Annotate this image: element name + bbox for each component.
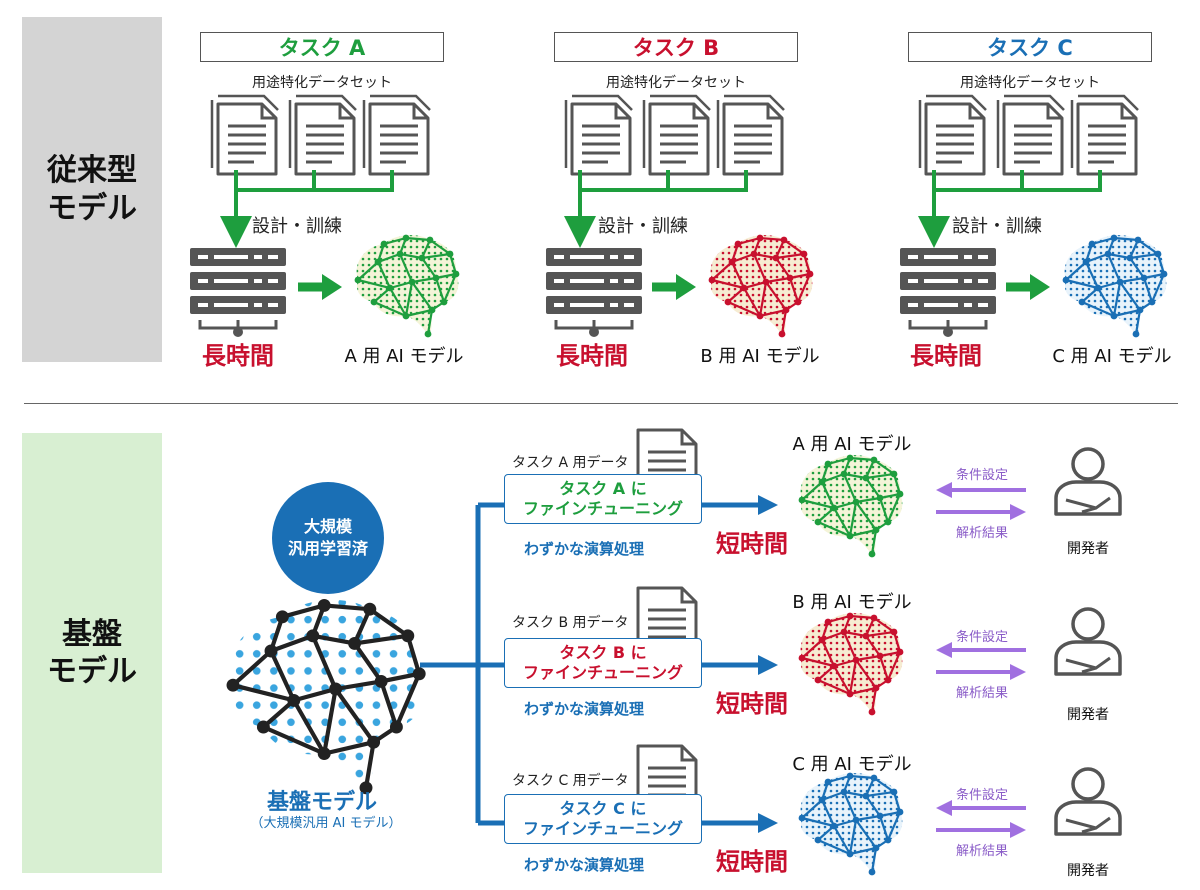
design-training-label: 設計・訓練 [952, 216, 1042, 237]
finetune-box-a: タスク A に ファインチューニング [504, 474, 702, 524]
task-b-column [544, 96, 814, 339]
developer-icon [1054, 767, 1122, 836]
green-arrow [1030, 274, 1050, 300]
result-label: 解析結果 [956, 686, 1009, 701]
condition-label: 条件設定 [956, 630, 1009, 645]
badge-line2: 汎用学習済 [287, 539, 368, 558]
traditional-model-label: 従来型 モデル [22, 17, 162, 362]
finetune-line2: ファインチューニング [522, 819, 683, 838]
design-training-label: 設計・訓練 [598, 216, 688, 237]
brain-icon-green [798, 454, 904, 558]
developer-icon [1054, 447, 1122, 516]
document-icon [212, 96, 278, 174]
condition-label: 条件設定 [956, 468, 1009, 483]
developer-label: 開発者 [1067, 541, 1109, 557]
green-connector [236, 170, 394, 232]
finetune-line1: タスク B に [559, 643, 647, 662]
green-connector [934, 170, 1102, 232]
document-icon [718, 96, 784, 174]
purple-arrows [936, 482, 1026, 838]
finetune-box-c: タスク C に ファインチューニング [504, 794, 702, 844]
short-time-label: 短時間 [716, 690, 788, 718]
model-label-a: A 用 AI モデル [344, 346, 464, 367]
model-label-c: C 用 AI モデル [1052, 346, 1172, 367]
model-label-b: B 用 AI モデル [700, 346, 820, 367]
document-icon [364, 96, 430, 174]
long-time-label: 長時間 [910, 342, 982, 370]
task-data-label-a: タスク A 用データ [512, 455, 629, 471]
blue-arrowheads [758, 495, 778, 833]
green-arrow [676, 274, 696, 300]
brain-icon-red [708, 234, 814, 338]
task-a-title: タスク A [200, 32, 444, 62]
long-time-label: 長時間 [556, 342, 628, 370]
dataset-label: 用途特化データセット [252, 75, 392, 91]
foundation-brain-icon [226, 598, 426, 795]
model-label-c: C 用 AI モデル [792, 754, 912, 775]
brain-icon-blue [1062, 234, 1168, 338]
large-pretrained-badge: 大規模 汎用学習済 [272, 482, 384, 594]
foundation-label-line2: モデル [47, 654, 137, 689]
finetune-line1: タスク C に [559, 799, 647, 818]
document-icon [1072, 96, 1138, 174]
developer-icon [1054, 607, 1122, 676]
document-icon [920, 96, 986, 174]
short-time-label: 短時間 [716, 848, 788, 876]
section-divider [24, 403, 1178, 404]
finetune-line2: ファインチューニング [522, 499, 683, 518]
finetune-line1: タスク A に [559, 479, 647, 498]
badge-line1: 大規模 [303, 516, 352, 536]
task-data-label-c: タスク C 用データ [512, 773, 629, 789]
dataset-label: 用途特化データセット [960, 75, 1100, 91]
model-label-a: A 用 AI モデル [792, 434, 912, 455]
condition-label: 条件設定 [956, 788, 1009, 803]
long-time-label: 長時間 [202, 342, 274, 370]
brain-icon-blue [798, 772, 904, 876]
green-connector [580, 170, 748, 232]
task-c-column [898, 96, 1168, 339]
server-icon [188, 246, 288, 339]
server-icon [898, 246, 998, 339]
task-data-label-b: タスク B 用データ [512, 615, 629, 631]
result-label: 解析結果 [956, 526, 1009, 541]
finetune-line2: ファインチューニング [522, 663, 683, 682]
document-icon [998, 96, 1064, 174]
dataset-label: 用途特化データセット [606, 75, 746, 91]
foundation-model-label: 基盤 モデル [22, 433, 162, 873]
traditional-label-line1: 従来型 [47, 153, 137, 188]
task-a-column [188, 96, 460, 339]
short-time-label: 短時間 [716, 530, 788, 558]
document-icon [566, 96, 632, 174]
finetune-box-b: タスク B に ファインチューニング [504, 638, 702, 688]
task-c-title: タスク C [908, 32, 1152, 62]
developer-label: 開発者 [1067, 707, 1109, 723]
model-label-b: B 用 AI モデル [792, 592, 912, 613]
green-arrow [322, 274, 342, 300]
document-icon [290, 96, 356, 174]
task-b-title: タスク B [554, 32, 798, 62]
design-training-label: 設計・訓練 [252, 216, 342, 237]
brain-icon-red [798, 612, 904, 716]
small-compute-label: わずかな演算処理 [524, 856, 645, 874]
small-compute-label: わずかな演算処理 [524, 700, 645, 718]
server-icon [544, 246, 644, 339]
foundation-model-subtitle: （大規模汎用 AI モデル） [250, 816, 402, 831]
developer-label: 開発者 [1067, 863, 1109, 879]
document-icon [644, 96, 710, 174]
small-compute-label: わずかな演算処理 [524, 540, 645, 558]
traditional-label-line2: モデル [47, 190, 137, 226]
result-label: 解析結果 [956, 844, 1009, 859]
foundation-model-name: 基盤モデル [266, 790, 378, 815]
foundation-label-line1: 基盤 [62, 616, 122, 652]
brain-icon-green [354, 234, 460, 338]
